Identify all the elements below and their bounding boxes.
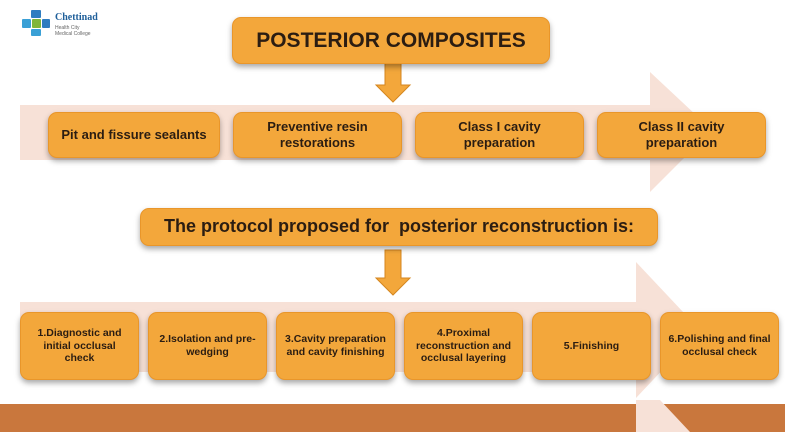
down-arrow-icon xyxy=(374,59,412,103)
step-2: 2.Isolation and pre-wedging xyxy=(148,312,267,380)
step-3: 3.Cavity preparation and cavity finishin… xyxy=(276,312,395,380)
protocol-heading: The protocol proposed for posterior reco… xyxy=(140,208,658,246)
category-preventive-resin: Preventive resin restorations xyxy=(233,112,402,158)
logo-tagline-1: Health City xyxy=(55,25,80,31)
right-band-arrow-icon xyxy=(636,400,690,432)
step-4: 4.Proximal reconstruction and occlusal l… xyxy=(404,312,523,380)
logo-tagline-2: Medical College xyxy=(55,31,91,37)
logo-name: Chettinad xyxy=(55,12,98,23)
down-arrow-icon xyxy=(374,249,412,296)
step-1: 1.Diagnostic and initial occlusal check xyxy=(20,312,139,380)
chettinad-logo-icon xyxy=(22,10,50,36)
category-pit-fissure-sealants: Pit and fissure sealants xyxy=(48,112,220,158)
chettinad-logo: Chettinad Health City Medical College xyxy=(22,10,132,38)
category-class-ii: Class II cavity preparation xyxy=(597,112,766,158)
step-5: 5.Finishing xyxy=(532,312,651,380)
step-6: 6.Polishing and final occlusal check xyxy=(660,312,779,380)
category-class-i: Class I cavity preparation xyxy=(415,112,584,158)
page-title: POSTERIOR COMPOSITES xyxy=(232,17,550,64)
